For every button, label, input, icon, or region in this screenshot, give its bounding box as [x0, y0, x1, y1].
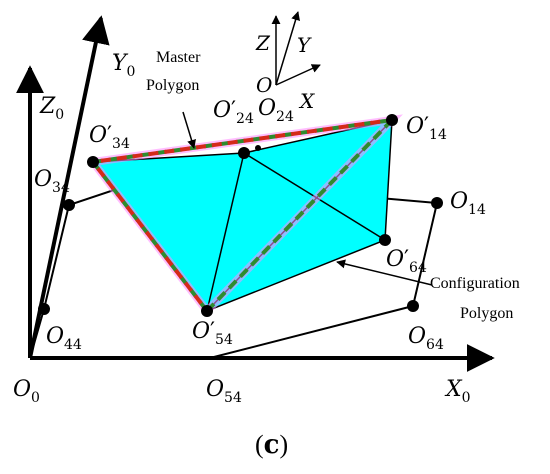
joint-o64p	[379, 234, 391, 246]
label-o54-prime: O′54	[192, 319, 233, 348]
label-o24: O24	[258, 96, 294, 125]
label-x0: X0	[444, 377, 471, 406]
note-config-line2: Polygon	[460, 305, 513, 322]
link-o24p-o54p	[206, 152, 245, 312]
joint-o14p	[386, 114, 398, 126]
local-frame	[271, 11, 321, 86]
joint-o34	[63, 199, 75, 211]
note-master-line2: Polygon	[146, 77, 199, 94]
label-o64-prime: O′64	[386, 247, 427, 276]
y0-axis	[28, 15, 110, 359]
label-o14: O14	[450, 189, 486, 218]
joint-o24p	[238, 147, 250, 159]
label-o34: O34	[34, 167, 70, 196]
joint-o64	[407, 300, 419, 312]
label-local-z: Z	[255, 31, 271, 55]
label-local-x: X	[298, 89, 315, 113]
label-o0: O0	[13, 377, 40, 406]
configuration-polygon-arrow	[336, 259, 433, 286]
joint-o44	[38, 303, 50, 315]
label-o24-prime: O′24	[213, 98, 254, 127]
figure-caption: (c)	[255, 430, 288, 460]
label-o64: O64	[408, 324, 444, 353]
joint-o34p	[87, 156, 99, 168]
master-polygon-arrow	[182, 111, 196, 149]
label-y0: Y0	[112, 51, 135, 80]
note-master-line1: Master	[156, 49, 201, 66]
label-o34-prime: O′34	[89, 123, 130, 152]
note-config-line1: Configuration	[430, 275, 520, 292]
label-o14-prime: O′14	[406, 114, 447, 143]
label-o44: O44	[46, 324, 82, 353]
label-local-y: Y	[297, 33, 312, 57]
master-polygon	[89, 114, 403, 318]
joint-o24	[255, 145, 261, 151]
joint-o14	[431, 197, 443, 209]
joint-o54p	[201, 305, 213, 317]
label-o54: O54	[206, 377, 242, 406]
label-z0: Z0	[39, 94, 64, 123]
label-local-o: O	[256, 73, 272, 97]
